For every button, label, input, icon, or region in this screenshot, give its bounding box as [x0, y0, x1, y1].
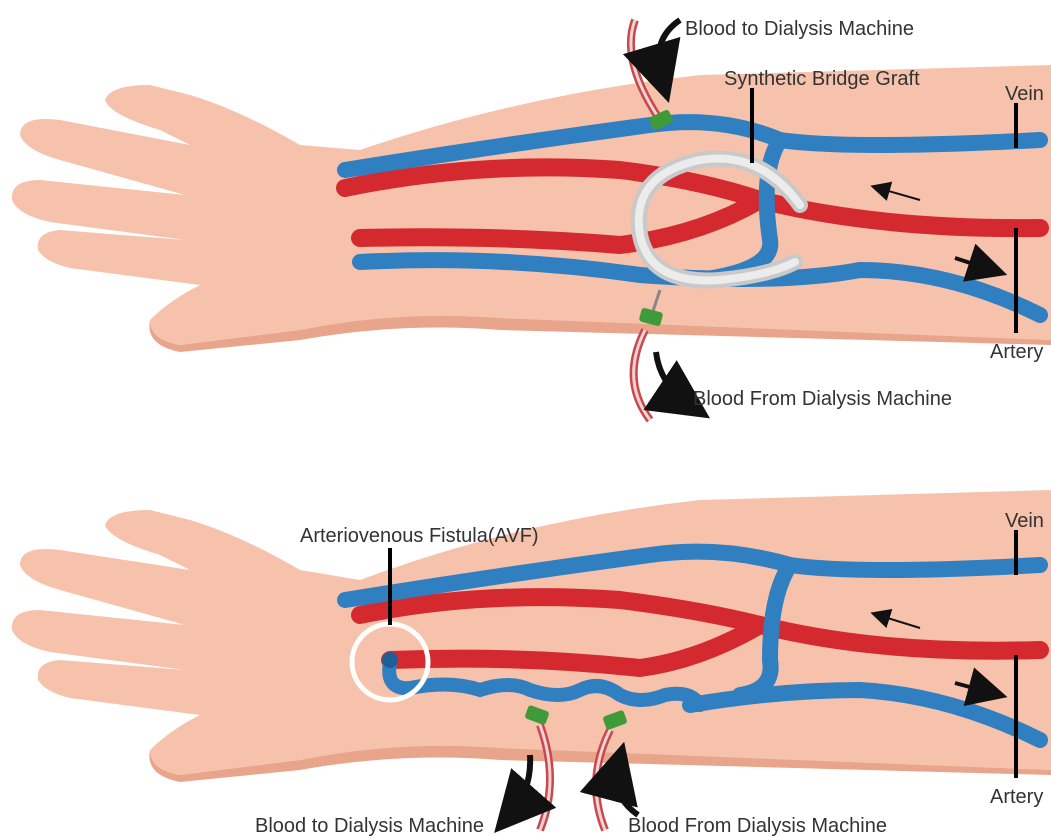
top-label-vein: Vein [1005, 83, 1044, 105]
bottom-label-vein: Vein [1005, 510, 1044, 532]
bottom-arrow-to-machine-icon [510, 755, 530, 815]
top-arrow-from-machine-icon [656, 352, 690, 405]
bottom-label-from-machine: Blood From Dialysis Machine [628, 815, 887, 836]
avf-anastomosis-icon [382, 652, 398, 668]
bottom-label-to-machine: Blood to Dialysis Machine [255, 815, 484, 836]
bottom-arrow-from-machine-icon [616, 765, 638, 815]
top-arm-skin [12, 65, 1051, 345]
top-label-graft: Synthetic Bridge Graft [724, 68, 920, 90]
top-label-from-machine: Blood From Dialysis Machine [693, 388, 952, 410]
bottom-label-artery: Artery [990, 786, 1043, 808]
top-label-artery: Artery [990, 341, 1043, 363]
top-panel: Blood to Dialysis Machine Synthetic Brid… [12, 18, 1051, 420]
top-arm [12, 65, 1051, 352]
bottom-panel: Arteriovenous Fistula(AVF) Vein Artery B… [12, 490, 1051, 836]
bottom-label-avf: Arteriovenous Fistula(AVF) [300, 525, 539, 547]
top-arrow-to-machine-icon [659, 20, 680, 80]
top-label-to-machine: Blood to Dialysis Machine [685, 18, 914, 40]
